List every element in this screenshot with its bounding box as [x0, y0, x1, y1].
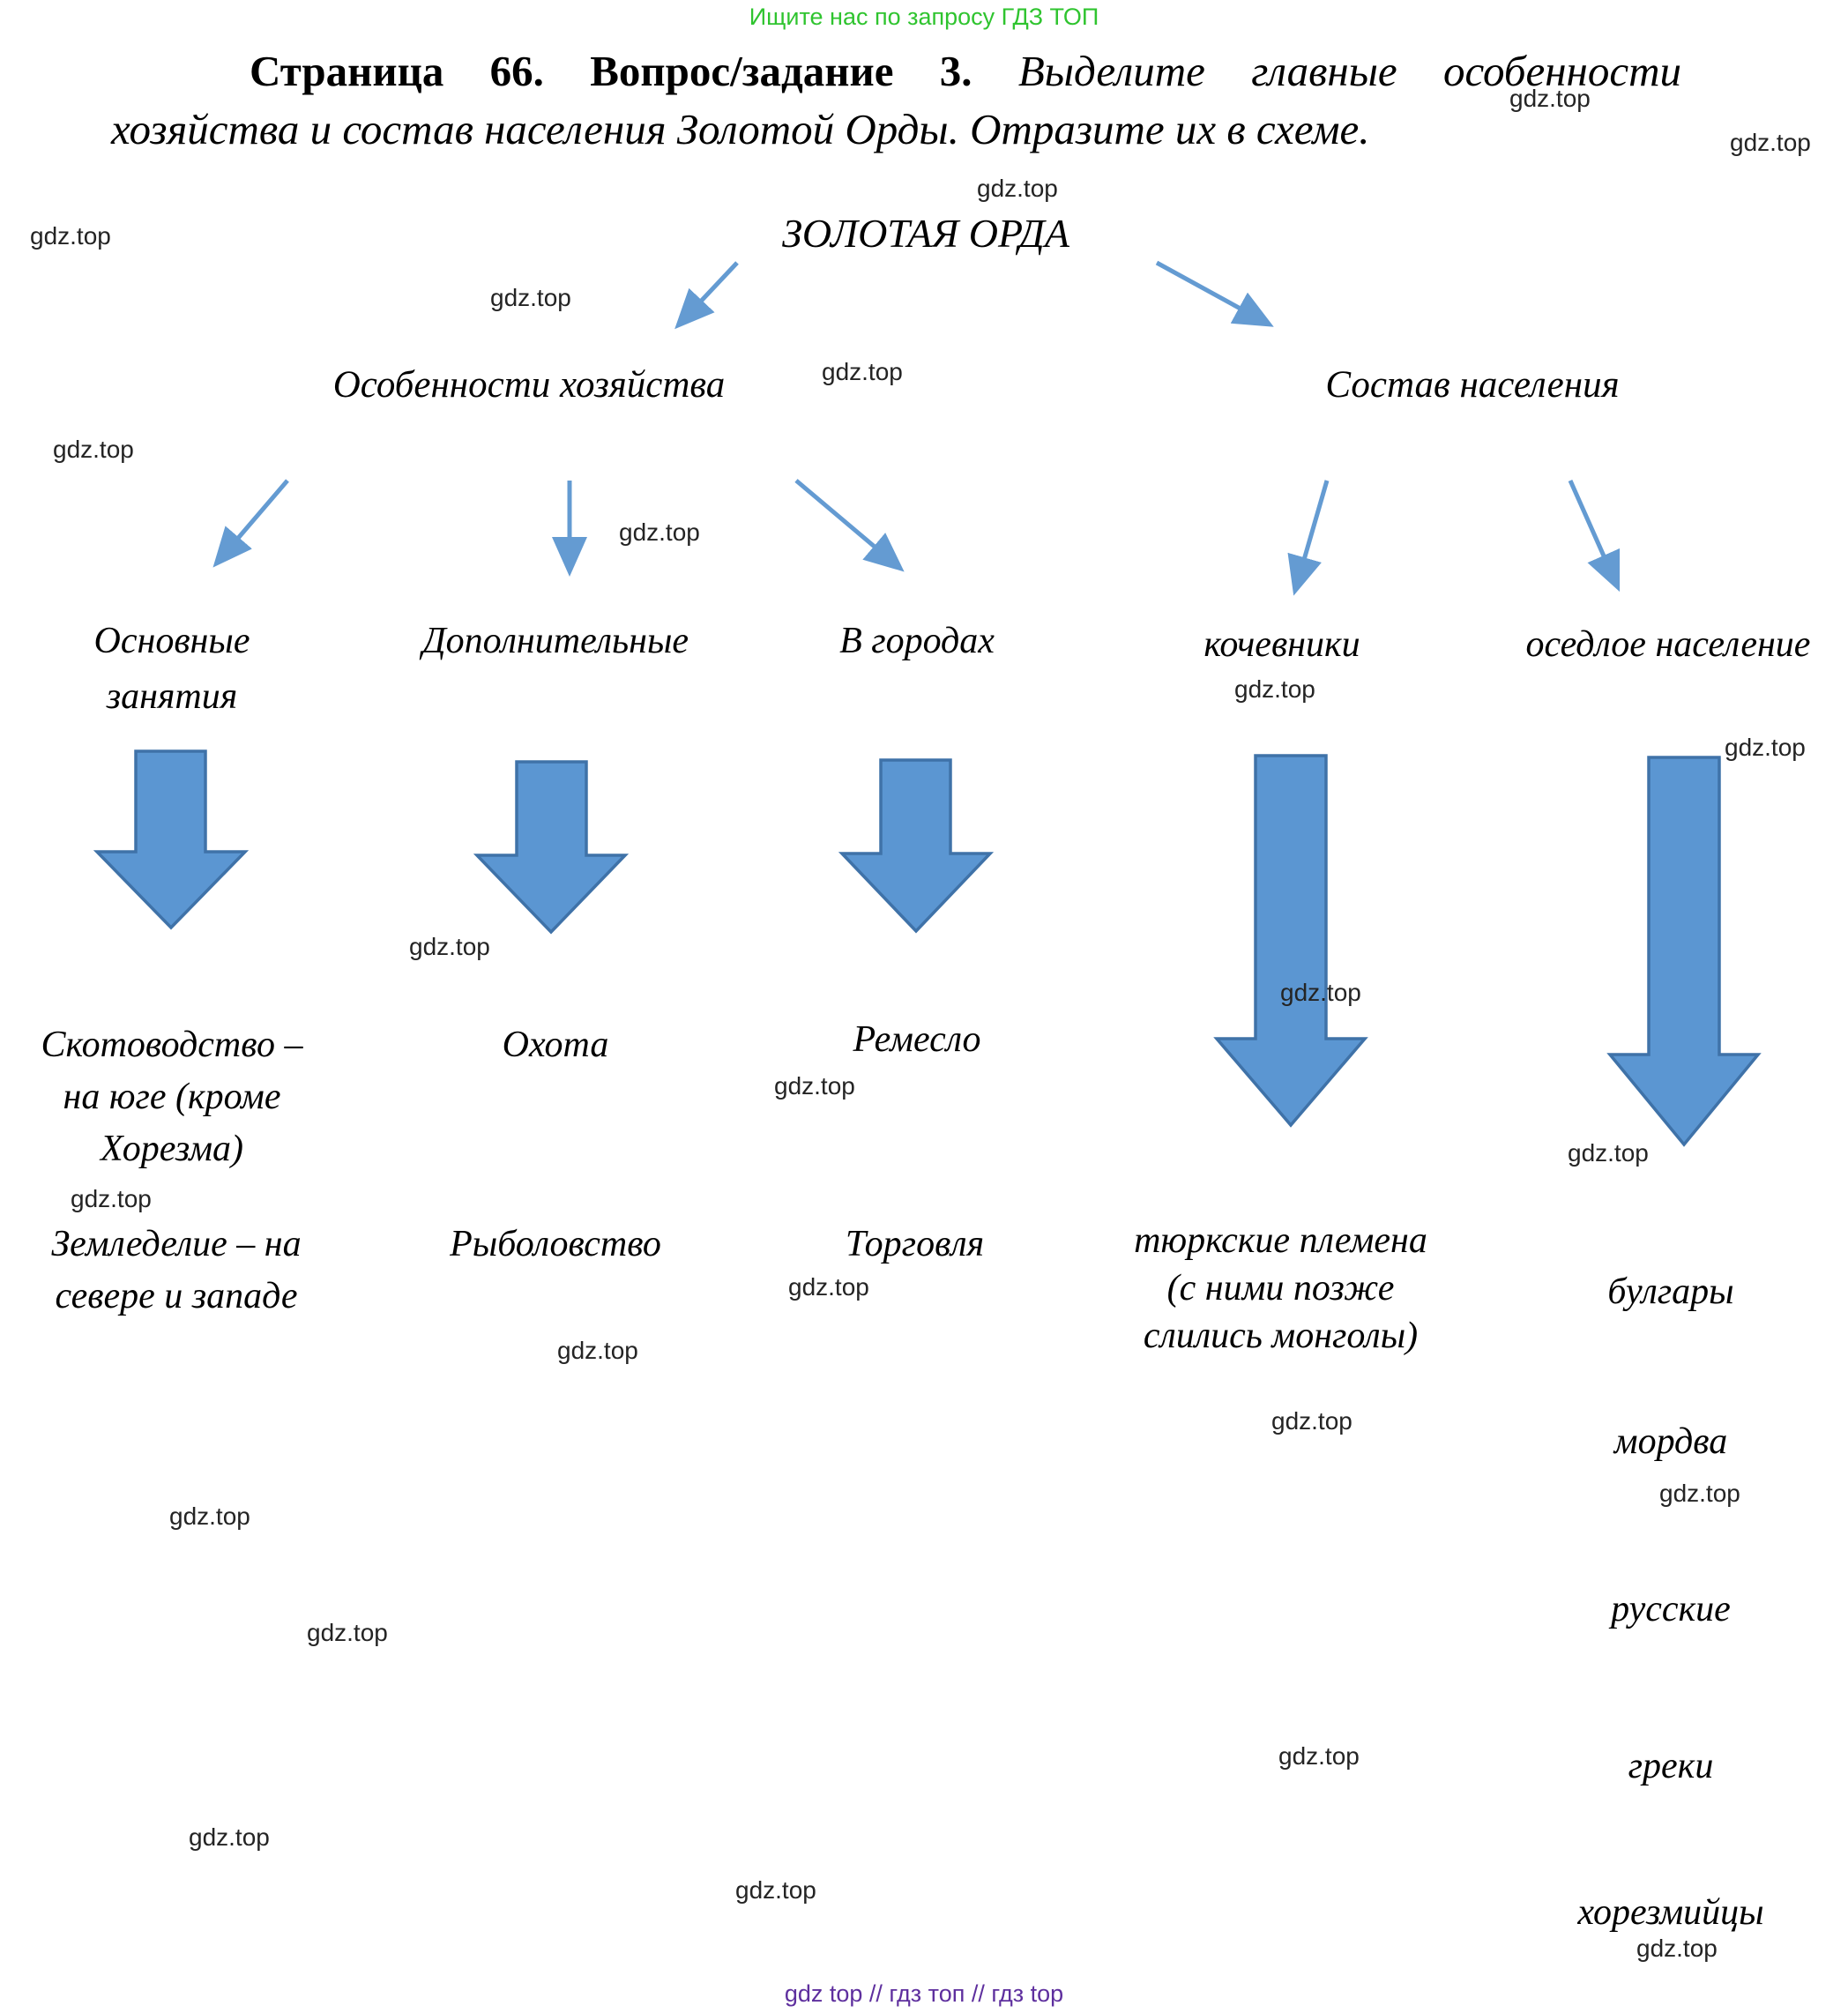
connector-root-to-economy	[674, 261, 739, 330]
gdz-watermark: gdz.top	[53, 436, 134, 463]
gdz-watermark: gdz.top	[1568, 1139, 1649, 1167]
item-bulgars: булгары	[1607, 1271, 1734, 1312]
connector-economy-to-cities	[794, 479, 905, 572]
item-russians: русские	[1611, 1589, 1731, 1629]
block-arrow-nomads	[1213, 754, 1368, 1128]
node-population-composition: Состав населения	[1325, 364, 1620, 406]
gdz-watermark: gdz.top	[307, 1619, 388, 1646]
gdz-watermark: gdz.top	[1280, 979, 1361, 1006]
footer-credits: gdz top // гдз топ // гдз top	[784, 1980, 1064, 2007]
node-golden-horde: ЗОЛОТАЯ ОРДА	[782, 211, 1069, 256]
node-settled-population: оседлое население	[1525, 624, 1811, 665]
gdz-watermark: gdz.top	[735, 1876, 816, 1904]
gdz-watermark: gdz.top	[977, 175, 1058, 202]
gdz-watermark: gdz.top	[169, 1502, 250, 1530]
item-trade: Торговля	[845, 1224, 985, 1264]
connector-population-to-settled	[1568, 479, 1621, 593]
gdz-watermark: gdz.top	[30, 222, 111, 250]
gdz-watermark: gdz.top	[189, 1823, 270, 1851]
title-task-number: Страница 66. Вопрос/задание 3.	[250, 47, 972, 95]
block-arrow-additional	[473, 760, 630, 935]
block-arrow-cities	[838, 758, 995, 934]
gdz-watermark: gdz.top	[409, 933, 490, 960]
gdz-watermark: gdz.top	[822, 358, 903, 385]
gdz-watermark: gdz.top	[788, 1273, 869, 1301]
connector-root-to-population	[1155, 260, 1274, 327]
gdz-watermark: gdz.top	[1509, 85, 1591, 112]
item-cattle-breeding: Скотоводство – на юге (кроме Хорезма)	[41, 1025, 303, 1169]
gdz-watermark: gdz.top	[1278, 1742, 1360, 1770]
item-turkic-tribes: тюркские племена (с ними позже слились м…	[1134, 1220, 1427, 1357]
block-arrow-settled	[1606, 756, 1762, 1147]
node-in-cities: В городах	[839, 621, 995, 661]
item-fishing: Рыболовство	[450, 1224, 661, 1264]
item-mordva: мордва	[1613, 1421, 1728, 1462]
node-main-occupations: Основные занятия	[93, 621, 250, 717]
item-hunting: Охота	[502, 1025, 609, 1065]
gdz-watermark: gdz.top	[1730, 129, 1811, 156]
gdz-watermark: gdz.top	[71, 1185, 152, 1212]
item-agriculture: Земледелие – на севере и западе	[51, 1224, 302, 1316]
connector-population-to-nomads	[1287, 480, 1330, 596]
gdz-watermark: gdz.top	[1234, 675, 1315, 703]
item-khorezmians: хорезмийцы	[1577, 1892, 1764, 1933]
node-economy-features: Особенности хозяйства	[332, 364, 726, 406]
node-additional: Дополнительные	[421, 621, 689, 661]
block-arrow-main-occupations	[93, 749, 250, 930]
gdz-watermark: gdz.top	[619, 518, 700, 546]
gdz-watermark: gdz.top	[1271, 1407, 1352, 1435]
gdz-watermark: gdz.top	[490, 284, 571, 311]
page-title-line2: хозяйства и состав населения Золотой Орд…	[111, 105, 1370, 153]
connector-economy-to-main	[212, 479, 289, 568]
gdz-watermark: gdz.top	[1725, 734, 1806, 761]
item-craft: Ремесло	[853, 1019, 981, 1060]
gdz-watermark: gdz.top	[557, 1337, 638, 1364]
gdz-watermark: gdz.top	[1636, 1935, 1718, 1962]
node-nomads: кочевники	[1203, 624, 1360, 665]
page-title: Страница 66. Вопрос/задание 3. Выделите …	[250, 48, 1681, 95]
item-greeks: греки	[1628, 1746, 1714, 1786]
title-task-text: Выделите главные особенности	[1017, 47, 1681, 95]
gdz-watermark: gdz.top	[1659, 1480, 1740, 1507]
promo-banner: Ищите нас по запросу ГДЗ ТОП	[749, 4, 1099, 30]
gdz-watermark: gdz.top	[774, 1072, 855, 1100]
